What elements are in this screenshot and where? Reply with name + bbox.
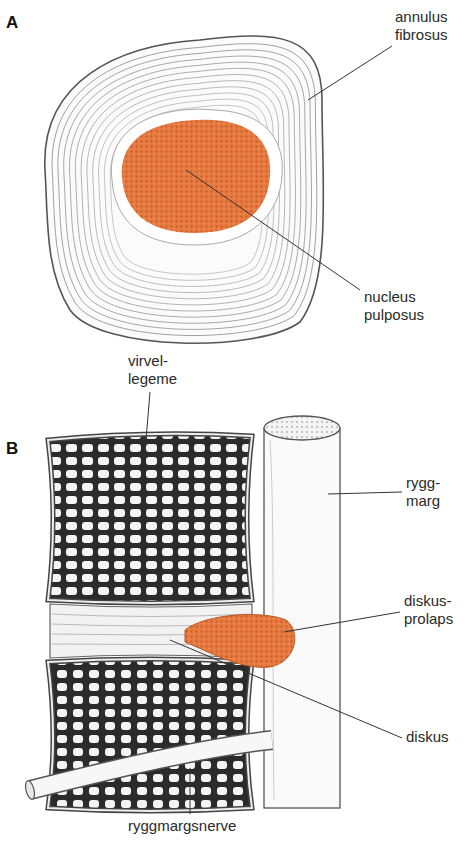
panel-letter: B: [6, 440, 30, 458]
disc-top-view: [45, 36, 324, 343]
spine-section: [24, 416, 340, 811]
leader-lines-b: [145, 392, 402, 814]
part-label: rygg- marg: [406, 474, 462, 510]
part-label: annulus fibrosus: [395, 8, 471, 44]
part-label: nucleus pulposus: [364, 288, 440, 324]
part-label: diskus: [406, 728, 470, 746]
leader-lines-a: [186, 46, 392, 290]
part-label: virvel- legeme: [128, 352, 188, 388]
panel-letter: A: [6, 14, 30, 32]
part-label: ryggmargsnerve: [128, 817, 268, 835]
part-label: diskus- prolaps: [404, 592, 468, 628]
